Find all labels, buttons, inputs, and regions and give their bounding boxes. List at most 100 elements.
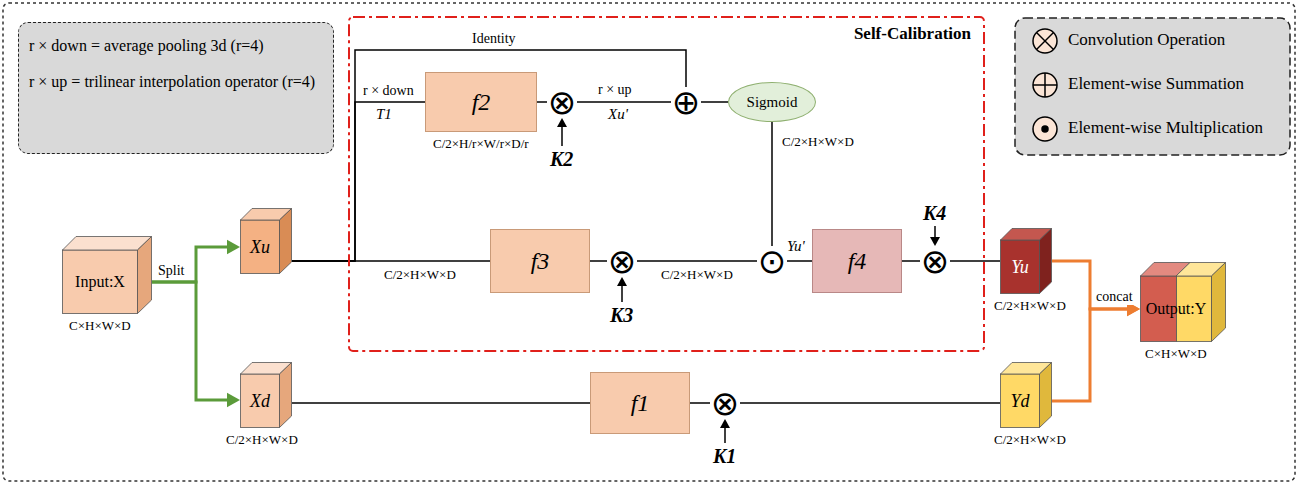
kernel-label: K4 [923,202,946,225]
tensor-cube: Yd [1000,362,1052,428]
node-text: f3 [531,248,550,275]
self-calibration-group: Self-Calibration f2 ⊗ ⊕ Sigmoid f3 ⊗ ⊙ f4 ⊗ [348,16,985,352]
connector-line [902,260,920,262]
cube-face: Input:X [62,250,138,314]
edge-label: Identity [470,31,518,47]
connector-line [152,282,229,400]
edge-label: Split [156,263,186,279]
connector-line [701,101,728,103]
process-box: f3 [490,229,590,293]
node-text: Output:Y [1146,300,1206,318]
connector [902,261,920,262]
convolution-operator: ⊗ [547,87,577,117]
node-text: r × down = average pooling 3d (r=4) [29,35,323,57]
cube-face: Xu [240,220,280,274]
node-text: r × up = trilinear interpolation operato… [29,71,323,93]
cube-face: Yu [1000,240,1040,294]
connector [637,261,757,262]
connector-line [292,50,686,261]
node-text: ⊙ [758,241,787,281]
connector [152,282,240,407]
multiplication-operator: ⊙ [757,246,787,276]
cube-face: Xd [240,374,280,428]
cube-face: Yd [1000,374,1040,428]
kernel-label: K3 [610,304,633,327]
convolution-operator: ⊗ [920,246,950,276]
tensor-cube: Xu [240,208,292,274]
dimension-label: C/2×H×W×D [661,267,733,283]
group-outline [348,16,985,352]
convolution-operator: ⊗ [710,388,740,418]
connector [690,403,710,404]
arrow-head [227,240,240,254]
connector [772,122,773,246]
node-text: Xu [250,237,270,258]
node-text: f2 [472,89,491,116]
connector-line [950,260,1000,262]
connector [740,403,1000,404]
node-text: Yu [1011,257,1028,278]
node-text: Yd [1010,391,1029,412]
arrow-head [227,393,240,407]
node-text: ⊗ [548,82,577,122]
node-text: ⊗ [711,383,740,423]
connector-line [590,260,607,262]
legend-text: Element-wise Summation [1068,74,1244,94]
convolution-operator: ⊗ [607,246,637,276]
node-text: Sigmoid [747,94,798,111]
dimension-label: C×H×W×D [69,318,131,334]
connector-line [292,402,590,404]
cube-face: Output:Y [1140,276,1212,342]
dimension-label: C/2×H×W×D [782,134,854,150]
node-text: ⊕ [672,82,701,122]
legend-symbol [1033,73,1057,97]
node-text: f1 [631,390,650,417]
connector [292,50,686,261]
dimension-label: C/2×H×W×D [994,432,1066,448]
tensor-cube: Input:X [62,236,152,314]
legend-symbol [1033,29,1057,53]
connector [787,261,812,262]
connector-line [740,402,1000,404]
sigmoid-ellipse: Sigmoid [728,82,816,122]
legend-text: Element-wise Multiplication [1068,118,1263,138]
connector-line [577,101,671,103]
connector [1052,302,1140,401]
node-text: Xd [250,391,270,412]
tensor-cube: Yu [1000,228,1052,294]
signal-label: Xu' [608,106,628,123]
connector [152,240,240,282]
node-text: ⊗ [921,241,950,281]
connector [590,261,607,262]
legend-text: Convolution Operation [1068,30,1225,50]
connector-line [152,247,229,282]
process-box: f4 [812,229,902,293]
connector-line [537,101,547,103]
node-text: ⊗ [608,241,637,281]
process-box: f1 [590,372,690,434]
tensor-cube: Xd [240,362,292,428]
connector-line [690,402,710,404]
edge-label: r × up [596,82,634,98]
outer-border [3,3,1295,481]
connector [292,403,590,404]
summation-operator: ⊕ [671,87,701,117]
legend-symbol [1033,117,1057,141]
dimension-label: C×H×W×D [1145,346,1207,362]
dimension-label: C/2×H/r×W/r×D/r [433,136,529,152]
process-box: f2 [425,72,537,132]
node-text: f4 [848,248,867,275]
kernel-arrow [557,118,940,443]
connector-line [637,260,757,262]
connector-line [771,122,773,246]
connector [701,102,728,103]
edge-label: concat [1094,289,1135,305]
dimension-label: C/2×H×W×D [226,432,298,448]
connector [537,102,547,103]
signal-label: Yu' [787,238,805,255]
note-box: r × down = average pooling 3d (r=4) r × u… [18,22,334,154]
connector [577,102,671,103]
node-text: Input:X [75,273,125,291]
group-title: Self-Calibration [854,24,971,44]
